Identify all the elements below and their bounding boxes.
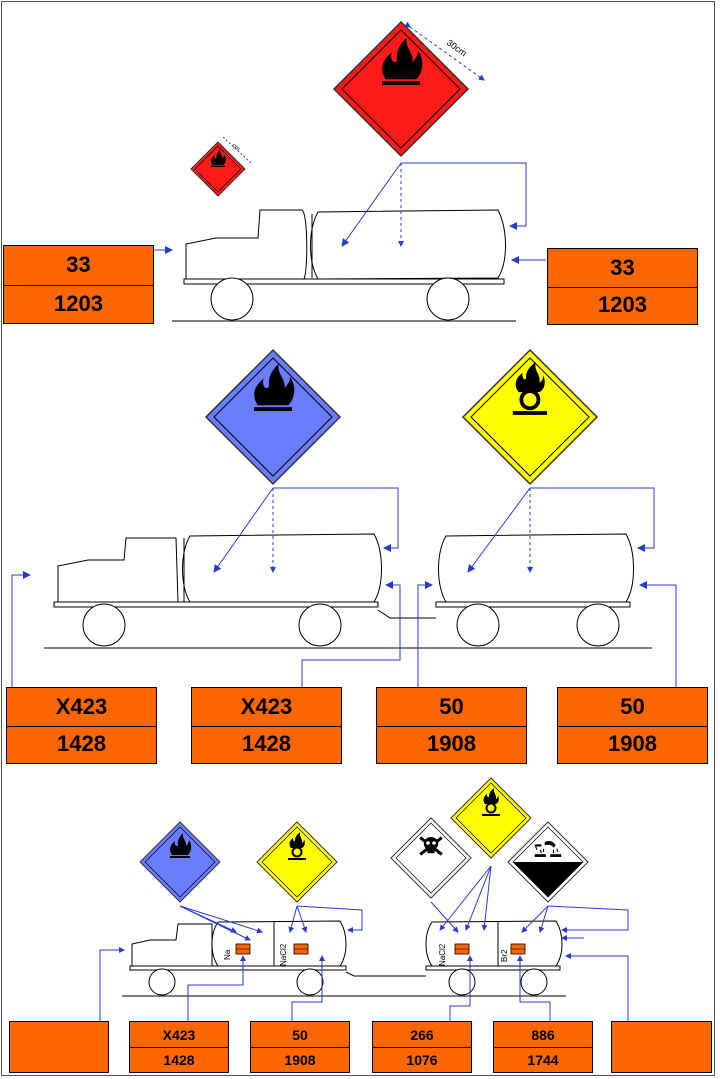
un-number: 1908 (608, 731, 657, 757)
oxidizer-diamond-small-1 (256, 821, 338, 903)
un-number: 1428 (57, 731, 106, 757)
plate-section3-blank-left (9, 1021, 109, 1073)
plate-section3-1: X423 1428 (129, 1021, 229, 1073)
hazard-number: X423 (130, 1022, 228, 1048)
hazard-number: 50 (558, 688, 707, 727)
un-number: 1428 (163, 1051, 195, 1068)
hazard-number: 886 (494, 1022, 592, 1048)
un-number: 1203 (54, 290, 103, 316)
dimension-label-small: cm (231, 143, 241, 153)
un-number: 1076 (406, 1051, 438, 1068)
plate-section3-3: 266 1076 (372, 1021, 472, 1073)
tank-truck-1 (172, 209, 516, 322)
hazard-number: 50 (251, 1022, 349, 1048)
toxic-diamond (390, 817, 472, 899)
plate-section3-2: 50 1908 (250, 1021, 350, 1073)
corrosive-diamond (507, 821, 589, 903)
un-number: 1908 (284, 1051, 316, 1068)
plate-section1-left: 33 1203 (3, 245, 154, 324)
hazard-number: X423 (7, 688, 156, 727)
water-reactive-diamond-small (139, 821, 221, 903)
hazard-number: 266 (373, 1022, 471, 1048)
hazard-number: 33 (548, 249, 697, 288)
water-reactive-diamond (204, 348, 342, 486)
oxidizer-diamond-small-2 (450, 777, 532, 859)
hazard-number: X423 (192, 688, 341, 727)
tank-truck-3 (122, 920, 566, 997)
hazard-number: 33 (4, 246, 153, 286)
hazard-number: 50 (377, 688, 526, 727)
un-number: 1203 (598, 292, 647, 318)
plate-section2-1: X423 1428 (6, 687, 157, 764)
plate-section2-2: X423 1428 (191, 687, 342, 764)
compartment-label-1: Na (223, 949, 232, 960)
compartment-label-4: Br2 (500, 949, 509, 962)
plate-section3-blank-right (611, 1021, 712, 1073)
un-number: 1744 (527, 1051, 559, 1068)
plate-section3-4: 886 1744 (493, 1021, 593, 1073)
compartment-label-2: NaCl2 (279, 943, 288, 966)
arrows-section-3 (99, 865, 629, 1022)
arrows-section-1 (153, 162, 546, 264)
flammable-diamond-small (190, 141, 246, 197)
arrows-section-2 (11, 487, 677, 688)
plate-section1-right: 33 1203 (547, 248, 698, 325)
oxidizer-diamond (461, 348, 599, 486)
plate-section2-4: 50 1908 (557, 687, 708, 764)
compartment-label-3: NaCl2 (438, 943, 447, 966)
un-number: 1908 (427, 731, 476, 757)
tank-truck-2 (44, 533, 652, 649)
dimension-label-large: 30cm (445, 37, 469, 58)
plate-section2-3: 50 1908 (376, 687, 527, 764)
un-number: 1428 (242, 731, 291, 757)
